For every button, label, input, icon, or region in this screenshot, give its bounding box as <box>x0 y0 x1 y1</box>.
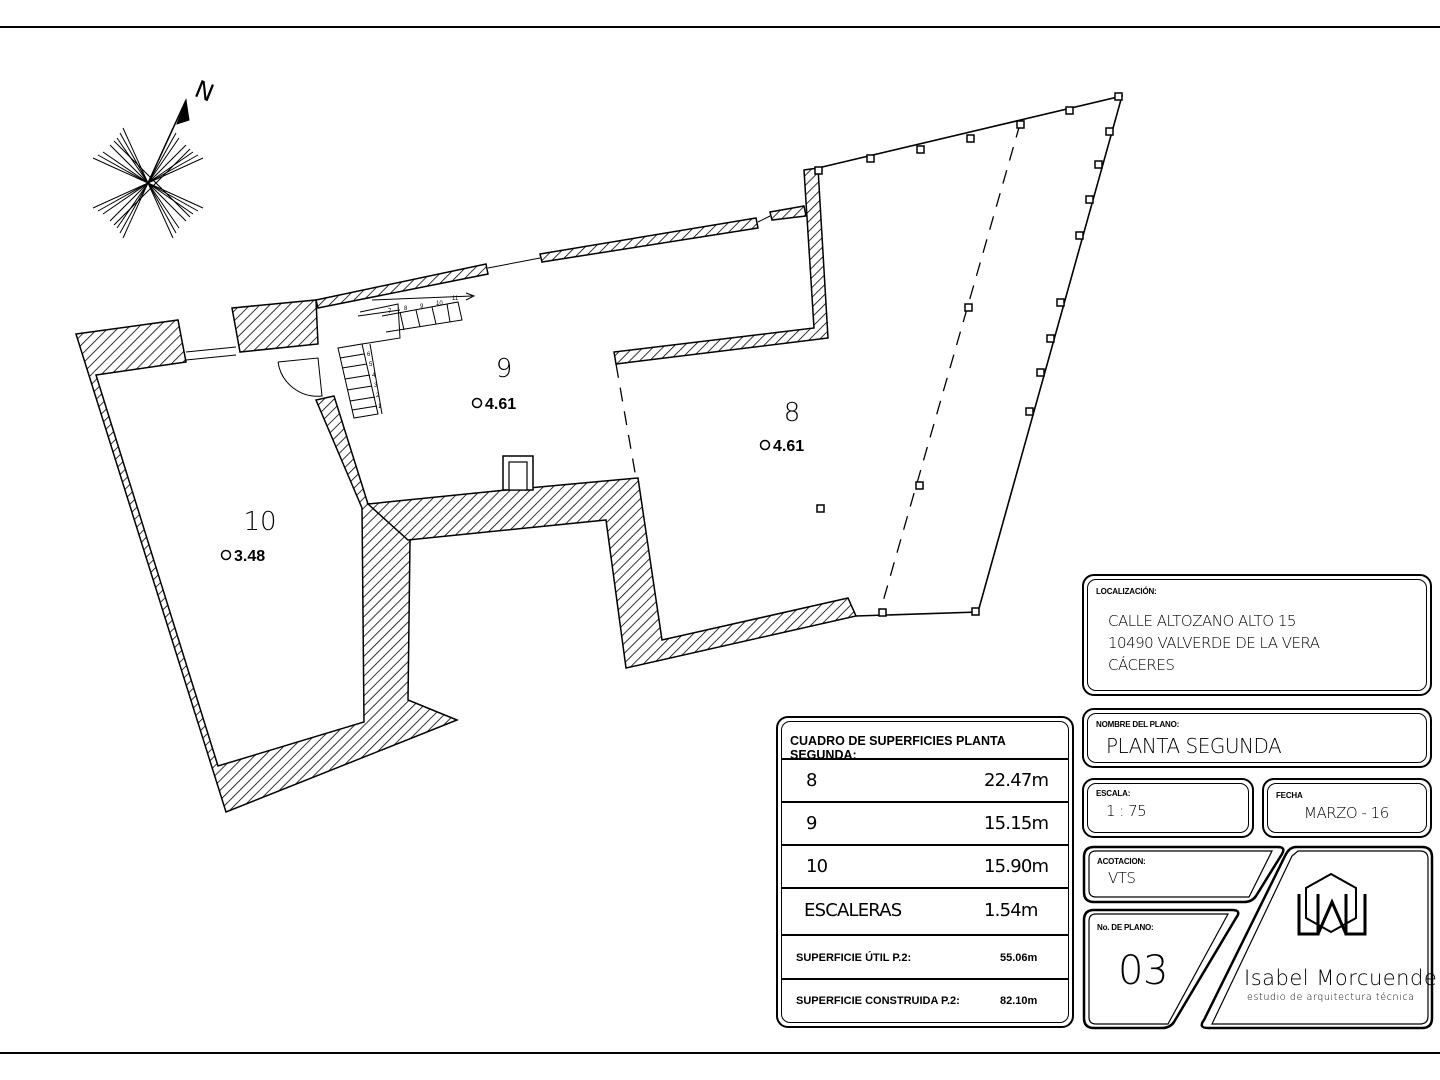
room-10-number: 10 <box>243 507 276 537</box>
date-label: FECHA <box>1276 791 1303 800</box>
row-area: 15.15m <box>984 813 1049 834</box>
walls <box>75 167 858 813</box>
level-8-icon <box>759 439 771 451</box>
level-10-icon <box>220 549 232 561</box>
stairs <box>337 292 476 419</box>
stair-numbers: 1 2 3 4 5 6 7 8 9 10 11 <box>367 296 459 410</box>
row-name: 8 <box>806 770 817 791</box>
stair-step-number: 6 <box>367 352 371 358</box>
location-lines: CALLE ALTOZANO ALTO 15 10490 VALVERDE DE… <box>1108 610 1320 676</box>
scale-box: ESCALA: 1 : 75 <box>1082 778 1254 838</box>
location-label: LOCALIZACIÓN: <box>1096 587 1157 596</box>
summary-name: SUPERFICIE ÚTIL P.2: <box>796 952 912 964</box>
studio-tagline: estudio de arquitectura técnica <box>1247 992 1415 1003</box>
location-line-1: CALLE ALTOZANO ALTO 15 <box>1108 612 1296 630</box>
room-8-number: 8 <box>784 398 801 428</box>
room-levels: 4.61 4.61 3.48 <box>220 396 804 565</box>
row-name: 9 <box>806 813 817 834</box>
north-arrow-icon <box>92 98 204 239</box>
stair-step-number: 2 <box>376 393 380 399</box>
room-9-level: 4.61 <box>485 396 516 413</box>
stair-step-number: 8 <box>404 306 408 312</box>
plan-name-box: NOMBRE DEL PLANO: PLANTA SEGUNDA <box>1082 708 1432 768</box>
divider <box>782 801 1068 803</box>
plan-name-label: NOMBRE DEL PLANO: <box>1096 720 1180 729</box>
room-9-number: 9 <box>496 354 513 384</box>
date-value: MARZO - 16 <box>1304 804 1389 822</box>
areas-table: CUADRO DE SUPERFICIES PLANTA SEGUNDA: 8 … <box>776 716 1074 1028</box>
summary-value: 55.06m <box>1000 952 1038 964</box>
plan-number-value: 03 <box>1118 948 1168 994</box>
divider <box>782 844 1068 846</box>
level-9-icon <box>471 397 483 409</box>
plan-number-label: No. DE PLANO: <box>1097 923 1154 932</box>
dimensioning-value: VTS <box>1108 869 1136 887</box>
divider <box>782 934 1068 936</box>
stair-step-number: 1 <box>378 404 382 410</box>
stair-step-number: 9 <box>420 304 424 310</box>
dimensioning-label: ACOTACION: <box>1097 857 1146 866</box>
room-labels: 8 9 10 <box>243 354 800 537</box>
room-10-level: 3.48 <box>234 548 265 565</box>
title-block-shapes <box>1082 845 1434 1030</box>
divider <box>782 887 1068 889</box>
row-area: 15.90m <box>984 856 1049 877</box>
room-8-level: 4.61 <box>773 438 804 455</box>
location-line-3: CÁCERES <box>1108 656 1175 674</box>
stair-step-number: 11 <box>452 296 459 302</box>
stair-step-number: 7 <box>388 309 392 315</box>
openings <box>185 215 771 397</box>
row-area: 22.47m <box>984 770 1049 791</box>
summary-name: SUPERFICIE CONSTRUIDA P.2: <box>796 995 960 1007</box>
studio-name: Isabel Morcuende <box>1244 966 1438 990</box>
stair-step-number: 10 <box>436 301 443 307</box>
stair-step-number: 5 <box>369 362 373 368</box>
location-line-2: 10490 VALVERDE DE LA VERA <box>1108 634 1320 652</box>
date-box: FECHA MARZO - 16 <box>1262 778 1432 838</box>
divider <box>782 758 1068 760</box>
location-box: LOCALIZACIÓN: CALLE ALTOZANO ALTO 15 104… <box>1082 574 1432 696</box>
stair-step-number: 3 <box>374 383 378 389</box>
summary-value: 82.10m <box>1000 995 1038 1007</box>
pillars <box>814 92 1123 617</box>
terrace-outline <box>615 94 1124 617</box>
row-name: ESCALERAS <box>804 900 902 921</box>
divider <box>782 978 1068 980</box>
row-name: 10 <box>806 856 828 877</box>
scale-value: 1 : 75 <box>1106 802 1147 820</box>
plan-name-value: PLANTA SEGUNDA <box>1106 734 1282 758</box>
north-label: N <box>191 75 218 108</box>
stair-step-number: 4 <box>372 373 376 379</box>
studio-logo-icon <box>1297 872 1367 936</box>
row-area: 1.54m <box>984 900 1038 921</box>
scale-label: ESCALA: <box>1096 789 1131 798</box>
